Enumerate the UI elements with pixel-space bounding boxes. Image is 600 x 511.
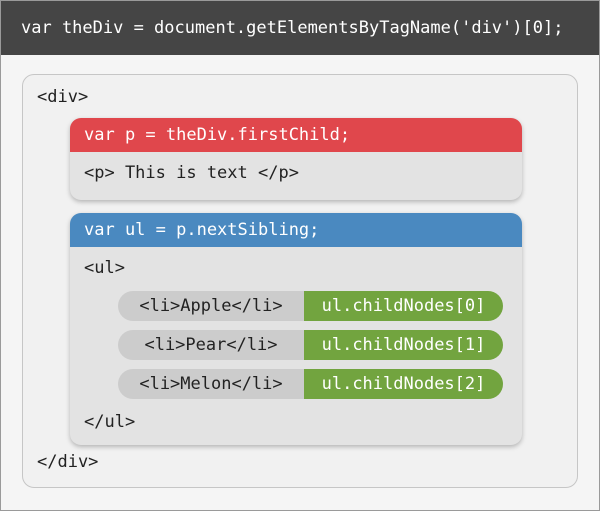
list-box-heading: var ul = p.nextSibling; <box>70 213 522 247</box>
list-item-melon: <li>Melon</li> ul.childNodes[2] <box>118 369 503 399</box>
paragraph-content: <p> This is text </p> <box>84 163 299 183</box>
div-container: <div> var p = theDiv.firstChild; <p> Thi… <box>22 74 578 488</box>
li-label: <li>Apple</li> <box>118 291 304 321</box>
list-item-apple: <li>Apple</li> ul.childNodes[0] <box>118 291 503 321</box>
div-close-tag: </div> <box>37 452 99 472</box>
li-label: <li>Melon</li> <box>118 369 304 399</box>
ul-open-tag: <ul> <box>84 258 125 278</box>
div-open-tag: <div> <box>37 87 89 107</box>
header-code-line: var theDiv = document.getElementsByTagNa… <box>1 1 599 55</box>
paragraph-box: var p = theDiv.firstChild; <p> This is t… <box>70 118 522 200</box>
paragraph-box-heading: var p = theDiv.firstChild; <box>70 118 522 152</box>
child-node-label: ul.childNodes[1] <box>304 330 503 360</box>
ul-close-tag: </ul> <box>84 412 136 432</box>
child-node-label: ul.childNodes[0] <box>304 291 503 321</box>
li-label: <li>Pear</li> <box>118 330 304 360</box>
list-item-pear: <li>Pear</li> ul.childNodes[1] <box>118 330 503 360</box>
child-node-label: ul.childNodes[2] <box>304 369 503 399</box>
list-box: var ul = p.nextSibling; <ul> <li>Apple</… <box>70 213 522 445</box>
